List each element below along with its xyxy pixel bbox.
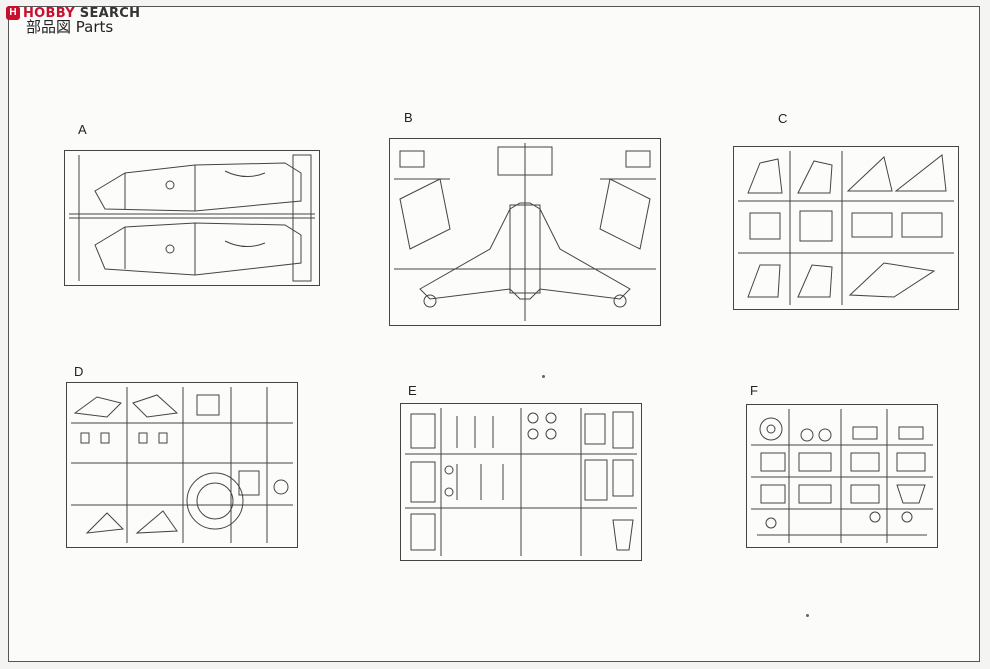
hobby-search-watermark: H HOBBY SEARCH (6, 5, 140, 21)
sprue-label-d: D (74, 364, 84, 379)
stray-mark (806, 614, 809, 617)
sprue-label-f: F (750, 383, 758, 398)
logo-text: HOBBY SEARCH (23, 5, 141, 21)
sprue-label-b: B (404, 110, 413, 125)
sprue-b-frame (389, 138, 661, 326)
sprue-c-frame (733, 146, 959, 310)
parts-sheet (8, 6, 980, 662)
sprue-e-frame (400, 403, 642, 561)
sprue-label-a: A (78, 122, 87, 137)
sprue-a-drawing (69, 154, 315, 282)
stray-mark (542, 375, 545, 378)
sprue-d-frame (66, 382, 298, 548)
sprue-f-frame (746, 404, 938, 548)
page-title: 部品図 Parts (26, 18, 114, 36)
sprue-d-drawing (71, 387, 293, 543)
sprue-label-c: C (778, 111, 788, 126)
logo-badge: H (6, 6, 20, 20)
sprue-b-drawing (394, 143, 656, 321)
sprue-f-drawing (751, 409, 933, 543)
sprue-label-e: E (408, 383, 417, 398)
sprue-c-drawing (738, 151, 954, 305)
sprue-a-frame (64, 150, 320, 286)
sprue-e-drawing (405, 408, 637, 556)
